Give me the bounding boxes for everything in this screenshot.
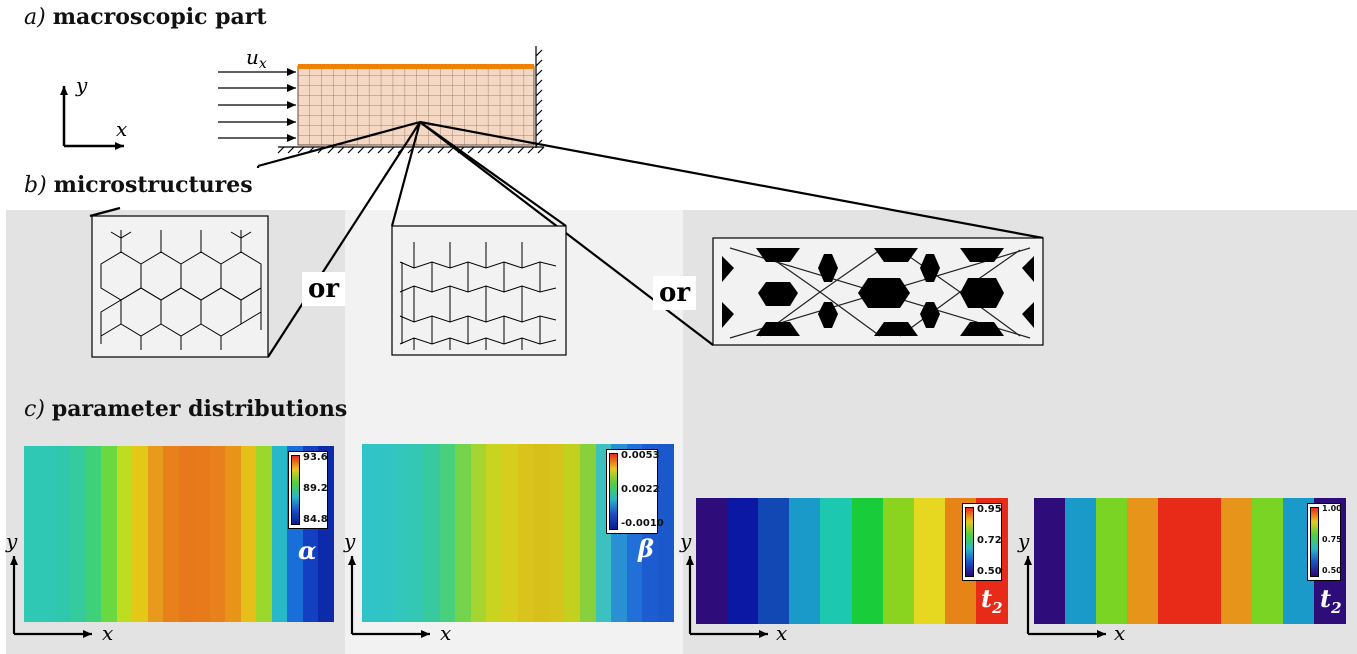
macro-axis-y-label: y [75,73,88,97]
map-alpha-axis-x: x [102,621,113,645]
colorbar-t2-b: 1.00 0.75 0.50 [1307,503,1342,581]
macro-axis-x-label: x [116,117,127,141]
heat-column [256,446,273,622]
heat-column [455,444,472,622]
heat-column [24,446,41,622]
or-label-2: or [653,276,697,310]
heat-column [117,446,134,622]
symbol-t2-b: t2 [1320,584,1342,617]
heat-column [1096,498,1129,624]
heat-column [727,498,760,624]
map-t2-a [696,498,1008,624]
heat-column [362,444,379,622]
heat-column [471,444,488,622]
heat-column [1158,498,1191,624]
section-b-label: b) microstructures [24,172,253,198]
heat-column [272,446,289,622]
load-label: ux [246,45,267,72]
or-label-1: or [302,272,346,306]
colorbar-beta-min: -0.0010 [621,518,664,529]
heat-column [408,444,425,622]
heat-column [852,498,885,624]
map-t2-b-axis-y: y [1017,529,1030,553]
right-support [535,46,543,148]
heat-column [148,446,165,622]
heat-column [179,446,196,622]
heat-column [758,498,791,624]
heat-column [820,498,853,624]
heat-column [101,446,118,622]
heat-column [580,444,597,622]
macro-coordinate-system: y x [60,73,127,150]
heat-column [241,446,258,622]
heat-column [549,444,566,622]
map-t2-a-axis-x: x [776,621,787,645]
heat-column [789,498,822,624]
heat-column [1065,498,1098,624]
heat-column [377,444,394,622]
heat-column [696,498,729,624]
heat-column [194,446,211,622]
symbol-t2-a: t2 [981,584,1003,617]
colorbar-t2-a-mid: 0.72 [977,535,1002,546]
load-edge [298,64,534,69]
heat-column [533,444,550,622]
heat-column [914,498,947,624]
heat-column [225,446,242,622]
heat-column [424,444,441,622]
heat-column [486,444,503,622]
map-t2-b-axis-x: x [1114,621,1125,645]
heat-column [502,444,519,622]
heat-column [39,446,56,622]
symbol-alpha: α [298,536,317,565]
heat-column [393,444,410,622]
colorbar-alpha: 93.6 89.2 84.8 [288,451,328,529]
map-t2-a-axis-y: y [679,529,692,553]
heat-column [132,446,149,622]
heat-column [1190,498,1223,624]
section-c-label: c) parameter distributions [24,396,348,422]
colorbar-t2-a: 0.95 0.72 0.50 [962,503,1002,581]
heat-column [518,444,535,622]
heat-column [440,444,457,622]
map-alpha [24,446,334,622]
colorbar-t2-b-mid: 0.75 [1322,535,1342,544]
map-alpha-axis-y: y [5,529,18,553]
colorbar-alpha-mid: 89.2 [303,483,328,494]
heat-column [883,498,916,624]
colorbar-beta: 0.0053 0.0022 -0.0010 [606,449,664,534]
colorbar-beta-max: 0.0053 [621,450,660,461]
colorbar-t2-b-max: 1.00 [1322,504,1342,513]
heat-column [163,446,180,622]
heat-column [210,446,227,622]
heat-column [86,446,103,622]
load-arrows [218,68,296,142]
heat-column [1127,498,1160,624]
symbol-beta: β [638,534,654,563]
colorbar-beta-mid: 0.0022 [621,484,660,495]
microstructure-hexagonal [91,215,269,358]
heat-column [1252,498,1285,624]
heat-column [1034,498,1067,624]
map-beta-axis-x: x [440,621,451,645]
microstructure-chiral [712,237,1044,346]
section-a-label: a) macroscopic part [24,4,267,30]
map-beta-axis-y: y [343,529,356,553]
microstructure-reentrant [391,225,567,356]
heat-column [55,446,72,622]
heat-column [1221,498,1254,624]
colorbar-alpha-max: 93.6 [303,452,328,463]
colorbar-alpha-min: 84.8 [303,514,328,525]
heat-column [658,444,674,622]
colorbar-t2-b-min: 0.50 [1322,566,1342,575]
colorbar-t2-a-min: 0.50 [977,566,1002,577]
heat-column [564,444,581,622]
heat-column [70,446,87,622]
colorbar-t2-a-max: 0.95 [977,504,1002,515]
